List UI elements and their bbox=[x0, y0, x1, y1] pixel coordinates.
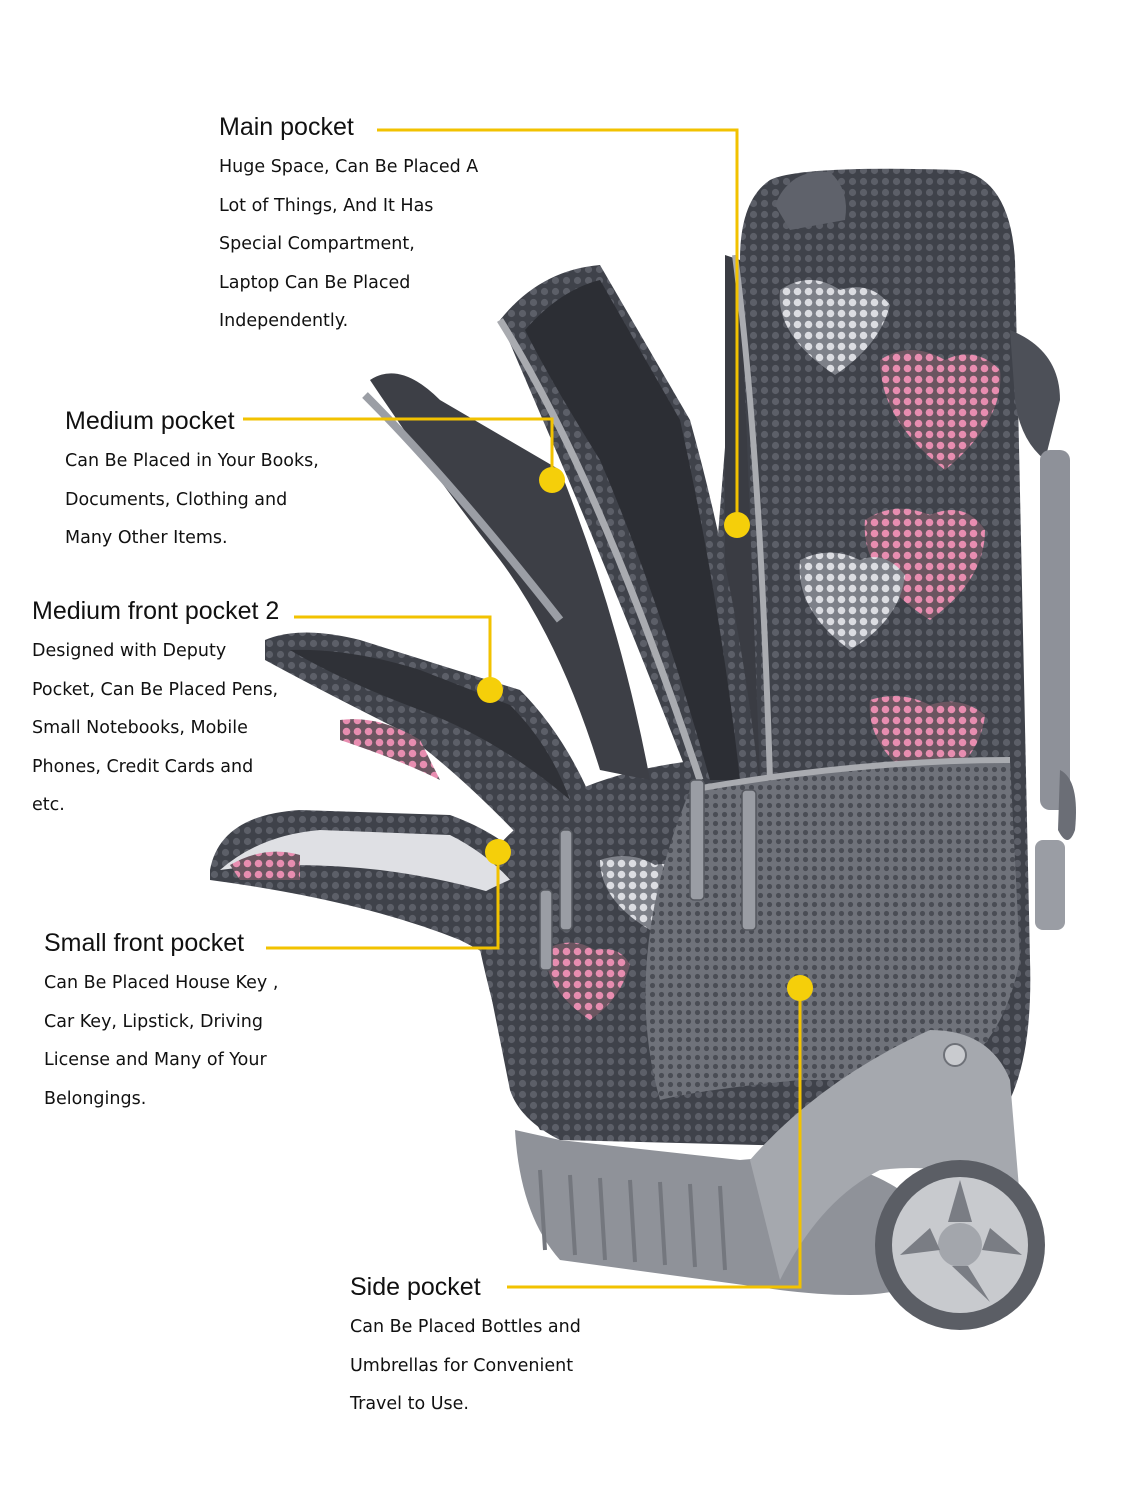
small-front-pocket-lining bbox=[220, 830, 530, 905]
callout-description: Huge Space, Can Be Placed A Lot of Thing… bbox=[219, 148, 478, 341]
pocket-pattern bbox=[340, 719, 440, 780]
side-strap bbox=[1040, 450, 1070, 810]
callout-medium-front-pocket-2: Medium front pocket 2 Designed with Depu… bbox=[32, 596, 279, 825]
description-line: Documents, Clothing and bbox=[65, 489, 288, 510]
description-line: Lot of Things, And It Has bbox=[219, 195, 434, 216]
bag-base-ribs bbox=[538, 1169, 727, 1271]
housing-rivet bbox=[943, 1043, 967, 1067]
medium-front-pocket-2-lining bbox=[290, 649, 570, 800]
heart-pattern bbox=[880, 350, 1001, 470]
pocket-pattern bbox=[230, 851, 300, 880]
leader-medium-front-2 bbox=[294, 615, 492, 688]
description-line: etc. bbox=[32, 795, 65, 815]
marker-side bbox=[787, 975, 813, 1001]
medium-pocket-zipper-edge bbox=[497, 318, 704, 782]
description-line: Travel to Use. bbox=[350, 1394, 469, 1414]
leader-lines bbox=[243, 128, 802, 1289]
heart-pattern bbox=[779, 280, 890, 375]
description-line: Designed with Deputy bbox=[32, 641, 227, 661]
leader-small-front bbox=[266, 852, 500, 950]
description-line: Phones, Credit Cards and bbox=[32, 756, 254, 777]
mesh-pocket-trim bbox=[689, 757, 1011, 793]
description-line: Small Notebooks, Mobile bbox=[32, 718, 248, 738]
description-line: Can Be Placed in Your Books, bbox=[65, 451, 319, 471]
callout-main-pocket: Main pocket Huge Space, Can Be Placed A … bbox=[219, 112, 478, 341]
description-line: Special Compartment, bbox=[219, 234, 415, 254]
heart-pattern bbox=[799, 552, 905, 650]
description-line: Pocket, Can Be Placed Pens, bbox=[32, 679, 279, 700]
leader-main bbox=[377, 128, 739, 525]
side-mesh-pocket bbox=[645, 760, 1020, 1100]
back-strap bbox=[1010, 330, 1060, 460]
marker-dots bbox=[477, 467, 813, 1001]
leader-side bbox=[507, 988, 802, 1289]
callout-medium-pocket: Medium pocket Can Be Placed in Your Book… bbox=[65, 406, 319, 558]
marker-medium-front-2 bbox=[477, 677, 503, 703]
wheel-spokes bbox=[900, 1180, 1022, 1302]
marker-small-front bbox=[485, 839, 511, 865]
leader-medium bbox=[243, 417, 554, 478]
description-line: Belongings. bbox=[44, 1088, 147, 1109]
callout-title: Medium front pocket 2 bbox=[32, 597, 280, 625]
callout-side-pocket: Side pocket Can Be Placed Bottles and Um… bbox=[350, 1272, 581, 1424]
marker-main bbox=[724, 512, 750, 538]
medium-front-pocket-2 bbox=[265, 632, 600, 880]
zipper-pulls bbox=[539, 779, 757, 971]
callout-description: Can Be Placed in Your Books, Documents, … bbox=[65, 442, 319, 558]
callout-title: Main pocket bbox=[219, 113, 354, 141]
callout-description: Can Be Placed House Key , Car Key, Lipst… bbox=[44, 964, 278, 1118]
description-line: Independently. bbox=[219, 311, 349, 331]
callout-description: Can Be Placed Bottles and Umbrellas for … bbox=[350, 1308, 581, 1424]
callout-title: Small front pocket bbox=[44, 929, 245, 957]
description-line: Laptop Can Be Placed bbox=[219, 272, 411, 293]
description-line: Can Be Placed House Key , bbox=[44, 973, 279, 993]
side-strap-lower bbox=[1035, 840, 1065, 930]
medium-pocket-lining bbox=[525, 280, 740, 780]
wheel-hub bbox=[938, 1223, 982, 1267]
description-line: Umbrellas for Convenient bbox=[350, 1355, 574, 1376]
description-line: License and Many of Your bbox=[44, 1050, 267, 1070]
description-line: Can Be Placed Bottles and bbox=[350, 1317, 581, 1337]
wheel-housing bbox=[750, 1030, 1020, 1280]
callout-title: Medium pocket bbox=[65, 407, 235, 435]
description-line: Many Other Items. bbox=[65, 528, 228, 548]
description-line: Car Key, Lipstick, Driving bbox=[44, 1011, 263, 1032]
main-pocket-zipper-edge bbox=[732, 254, 773, 781]
marker-medium bbox=[539, 467, 565, 493]
heart-pattern bbox=[864, 508, 985, 620]
callout-small-front-pocket: Small front pocket Can Be Placed House K… bbox=[44, 928, 278, 1118]
callout-title: Side pocket bbox=[350, 1273, 481, 1301]
top-handle bbox=[775, 171, 846, 230]
description-line: Huge Space, Can Be Placed A bbox=[219, 157, 479, 177]
heart-pattern bbox=[545, 942, 630, 1020]
callout-description: Designed with Deputy Pocket, Can Be Plac… bbox=[32, 632, 279, 825]
strap-clip bbox=[1058, 770, 1076, 840]
